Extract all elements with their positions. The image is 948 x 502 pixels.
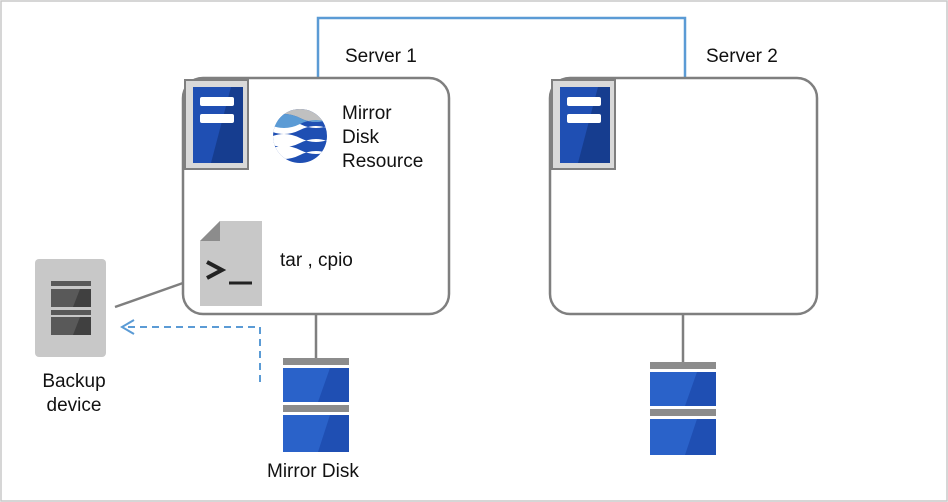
backup-device-line2: device xyxy=(46,394,102,416)
command-label: tar , cpio xyxy=(280,250,353,271)
mirror-resource-label: Mirror Disk Resource xyxy=(342,102,423,173)
mirror-resource-line3: Resource xyxy=(342,150,424,172)
disk-icon xyxy=(650,362,716,455)
server-icon xyxy=(551,79,616,170)
server2-label: Server 2 xyxy=(706,46,778,67)
disk-icon xyxy=(283,358,349,452)
backup-device-line1: Backup xyxy=(42,371,106,392)
backup-device-label: Backup device xyxy=(24,370,124,418)
mirror-resource-line1: Mirror xyxy=(342,103,392,124)
backup-device-icon xyxy=(35,259,106,357)
mirror-disk-label: Mirror Disk xyxy=(267,461,359,482)
mirror-disk-resource-icon xyxy=(273,109,327,163)
mirror-resource-line2: Disk xyxy=(342,126,379,148)
backup-arrow xyxy=(120,319,261,382)
terminal-script-icon xyxy=(200,221,262,306)
interconnect-line xyxy=(316,16,687,78)
server-icon xyxy=(184,79,249,170)
backup-link-line xyxy=(114,281,184,309)
server1-label: Server 1 xyxy=(345,46,417,67)
